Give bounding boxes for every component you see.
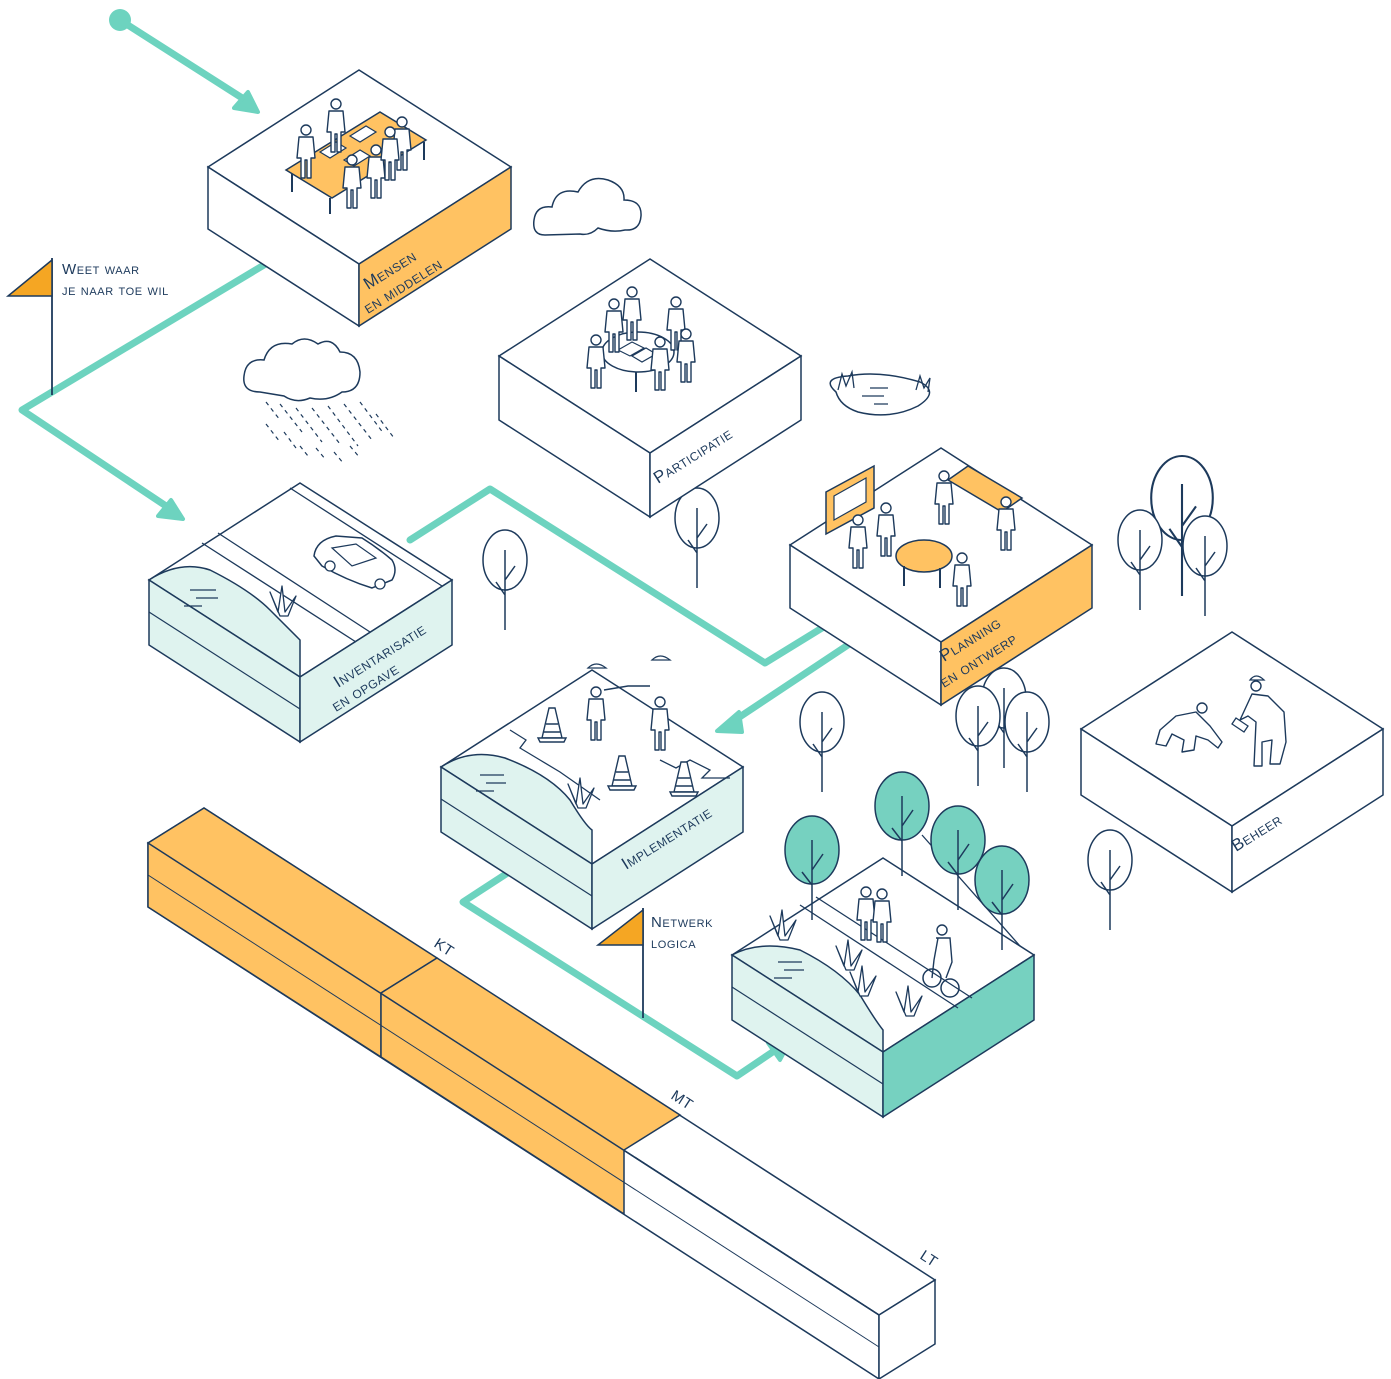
flag-network-line2: logica xyxy=(651,935,696,952)
timeline-lt-label: LT xyxy=(917,1247,941,1271)
stage-result xyxy=(730,771,1036,1119)
tree-icon xyxy=(1087,829,1133,931)
flow-path xyxy=(18,9,870,1080)
car-icon xyxy=(313,535,396,590)
tree-icon xyxy=(1182,515,1228,617)
tree-icon xyxy=(1117,509,1163,611)
rain-cloud-icon xyxy=(243,338,395,465)
flag-goal-line1: Weet waar xyxy=(62,261,140,278)
tree-icon xyxy=(1004,691,1050,793)
cyclist-icon xyxy=(922,924,960,998)
stage-beheer: Beheer xyxy=(1079,631,1385,894)
tree-icon xyxy=(955,685,1001,787)
timeline-bar: KT MT LT xyxy=(146,807,941,1379)
people-icon xyxy=(284,98,428,214)
stage-participatie: Participatie xyxy=(497,258,803,519)
tree-icon xyxy=(799,691,845,793)
people-icon xyxy=(825,464,1024,607)
flag-network-line1: Netwerk xyxy=(651,914,713,931)
tree-icon xyxy=(674,487,720,589)
stage-planning-en-ontwerp: Planning en ontwerp xyxy=(788,447,1094,707)
pond-icon xyxy=(829,369,931,416)
people-icon xyxy=(586,286,696,392)
stage-inventarisatie-en-opgave: Inventarisatie en opgave xyxy=(147,482,454,744)
tree-icon xyxy=(482,529,528,631)
flag-network: Netwerk logica xyxy=(595,908,713,1018)
cloud-icon xyxy=(532,177,642,236)
flag-goal-line2: je naar toe wil xyxy=(62,282,169,299)
flag-goal: Weet waar je naar toe wil xyxy=(5,258,169,395)
stage-implementatie: Implementatie xyxy=(439,655,745,931)
worker-icon xyxy=(1155,675,1287,767)
worker-icon xyxy=(586,655,672,751)
